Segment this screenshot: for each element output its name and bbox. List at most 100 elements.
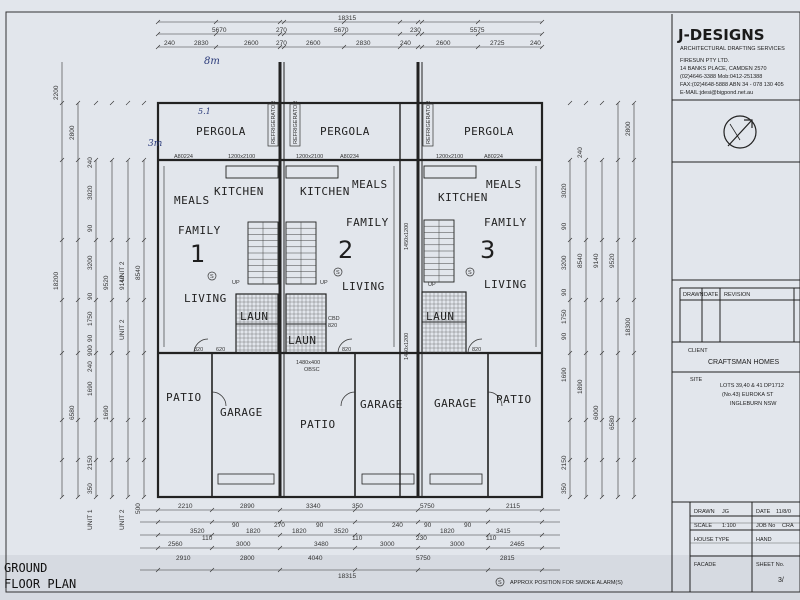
dim-tick [485, 507, 491, 513]
dim-bot-r3-7: 3000 [450, 541, 465, 548]
window-tag-2: A80234 [340, 154, 359, 160]
job-label: JOB No [756, 523, 775, 529]
dim-tick [539, 532, 545, 538]
dim-top-overall: 18315 [338, 15, 356, 22]
dim-tick [141, 417, 147, 423]
dim-tick [567, 100, 573, 106]
dim-tick [567, 157, 573, 163]
up-tag-2: UP [320, 280, 328, 286]
revision-header-drawn: DRAWN [683, 292, 704, 298]
dim-tick [485, 519, 491, 525]
dim-tick [277, 567, 283, 573]
pergola-label-2: PERGOLA [320, 125, 370, 138]
dim-left-seg-4: 3200 [87, 255, 94, 270]
laundry-label-2: LAUN [288, 334, 317, 347]
dim-tick [277, 519, 283, 525]
window-tag-3: A80224 [484, 154, 503, 160]
dim-tick [539, 31, 545, 37]
dim-tick [59, 457, 65, 463]
footer: GROUND FLOOR PLAN S APPROX POSITION FOR … [4, 561, 623, 591]
spacer-tag: 1450x1200 [404, 223, 410, 250]
smoke-alarm-icon [333, 267, 343, 277]
dim-right-seg-8: 1890 [577, 379, 584, 394]
dim-tick [415, 519, 421, 525]
kitchen-label-1: KITCHEN [214, 185, 264, 198]
north-arrow-icon [723, 115, 757, 149]
slider-tag-1: 1200x2100 [228, 154, 255, 160]
dim-tick [599, 494, 605, 500]
dim-bot-r2-10: 90 [464, 522, 472, 529]
dim-bot-r2-11: 3415 [496, 528, 511, 535]
laundry-tiles [236, 292, 466, 353]
dim-bot-r2-5: 90 [316, 522, 324, 529]
dim-tick [93, 297, 99, 303]
dim-top-r3-7: 2600 [436, 40, 451, 47]
dim-tick [109, 457, 115, 463]
dim-tick [615, 100, 621, 106]
laundry-label-3: LAUN [426, 310, 455, 323]
dim-tick [75, 297, 81, 303]
stair-treads [248, 220, 454, 284]
living-label-1: LIVING [184, 292, 227, 305]
dim-tick [281, 44, 287, 50]
dim-left-pergola: 2800 [69, 125, 76, 140]
dim-tick [109, 350, 115, 356]
dim-tick [109, 494, 115, 500]
dim-tick [59, 100, 65, 106]
dim-top-r3-8: 2725 [490, 40, 505, 47]
up-tag-3: UP [428, 282, 436, 288]
dim-left-value-0: 9520 [103, 275, 110, 290]
handwritten-3m: 3m [148, 139, 162, 149]
dim-bot-r4-4: 2815 [500, 555, 515, 562]
dim-bot-r4-2: 4040 [308, 555, 323, 562]
dim-left-value-1: 9140 [119, 275, 126, 290]
dim-tick [125, 237, 131, 243]
dim-tick [59, 157, 65, 163]
dim-left-value-3: 500 [135, 503, 142, 514]
house-type-label: HOUSE TYPE [694, 537, 730, 543]
dim-tick [475, 44, 481, 50]
title-block: J-DESIGNS ARCHITECTURAL DRAFTING SERVICE… [671, 14, 800, 592]
family-label-2: FAMILY [346, 216, 389, 229]
smoke-alarm-icon [207, 271, 217, 281]
dim-tick [615, 457, 621, 463]
dim-right-seg-0: 240 [577, 147, 584, 158]
slider-tag-3: 1200x2100 [436, 154, 463, 160]
dim-tick [75, 457, 81, 463]
meals-label-1: MEALS [174, 194, 210, 207]
dim-top-r2-2: 5670 [334, 27, 349, 34]
dim-tick [141, 457, 147, 463]
dim-bot-r1-4: 5750 [420, 503, 435, 510]
fridge-labels: REFRIGERATOR REFRIGERATOR REFRIGERATOR [271, 101, 432, 144]
room-labels: PERGOLA PERGOLA PERGOLA KITCHEN KITCHEN … [166, 125, 531, 431]
fridge-label-3: REFRIGERATOR [426, 101, 432, 144]
dim-bot-overall: 18315 [338, 573, 356, 580]
dim-top-r3-6: 240 [400, 40, 411, 47]
living-label-3: LIVING [484, 278, 527, 291]
dim-tick [109, 297, 115, 303]
dim-tick [567, 297, 573, 303]
living-label-2: LIVING [342, 280, 385, 293]
dim-tick [415, 532, 421, 538]
dim-tick [59, 350, 65, 356]
scale-label: SCALE [694, 523, 712, 529]
dim-top-r3-2: 2600 [244, 40, 259, 47]
dim-tick [277, 31, 283, 37]
bottom-dimensions: 2210 2890 3340 350 5750 2115 3520 90 182… [168, 503, 525, 580]
dim-top-r2-1: 270 [276, 27, 287, 34]
dim-tick [155, 567, 161, 573]
dim-bot-r4-3: 5750 [416, 555, 431, 562]
revision-header-date: DATE [704, 292, 719, 298]
dim-tick [583, 457, 589, 463]
dim-tick [209, 519, 215, 525]
dim-left-seg-3: 90 [87, 224, 94, 232]
dim-right-value-4: 6000 [593, 405, 600, 420]
dim-tick [567, 457, 573, 463]
door-swings [193, 338, 503, 407]
annotations: A80224 A80234 A80224 1200x2100 1200x2100… [174, 154, 503, 373]
dim-tick [341, 19, 347, 25]
dim-bot-r3-1: 110 [202, 535, 213, 542]
dim-tick [583, 494, 589, 500]
dim-tick [277, 19, 283, 25]
dim-tick [93, 417, 99, 423]
